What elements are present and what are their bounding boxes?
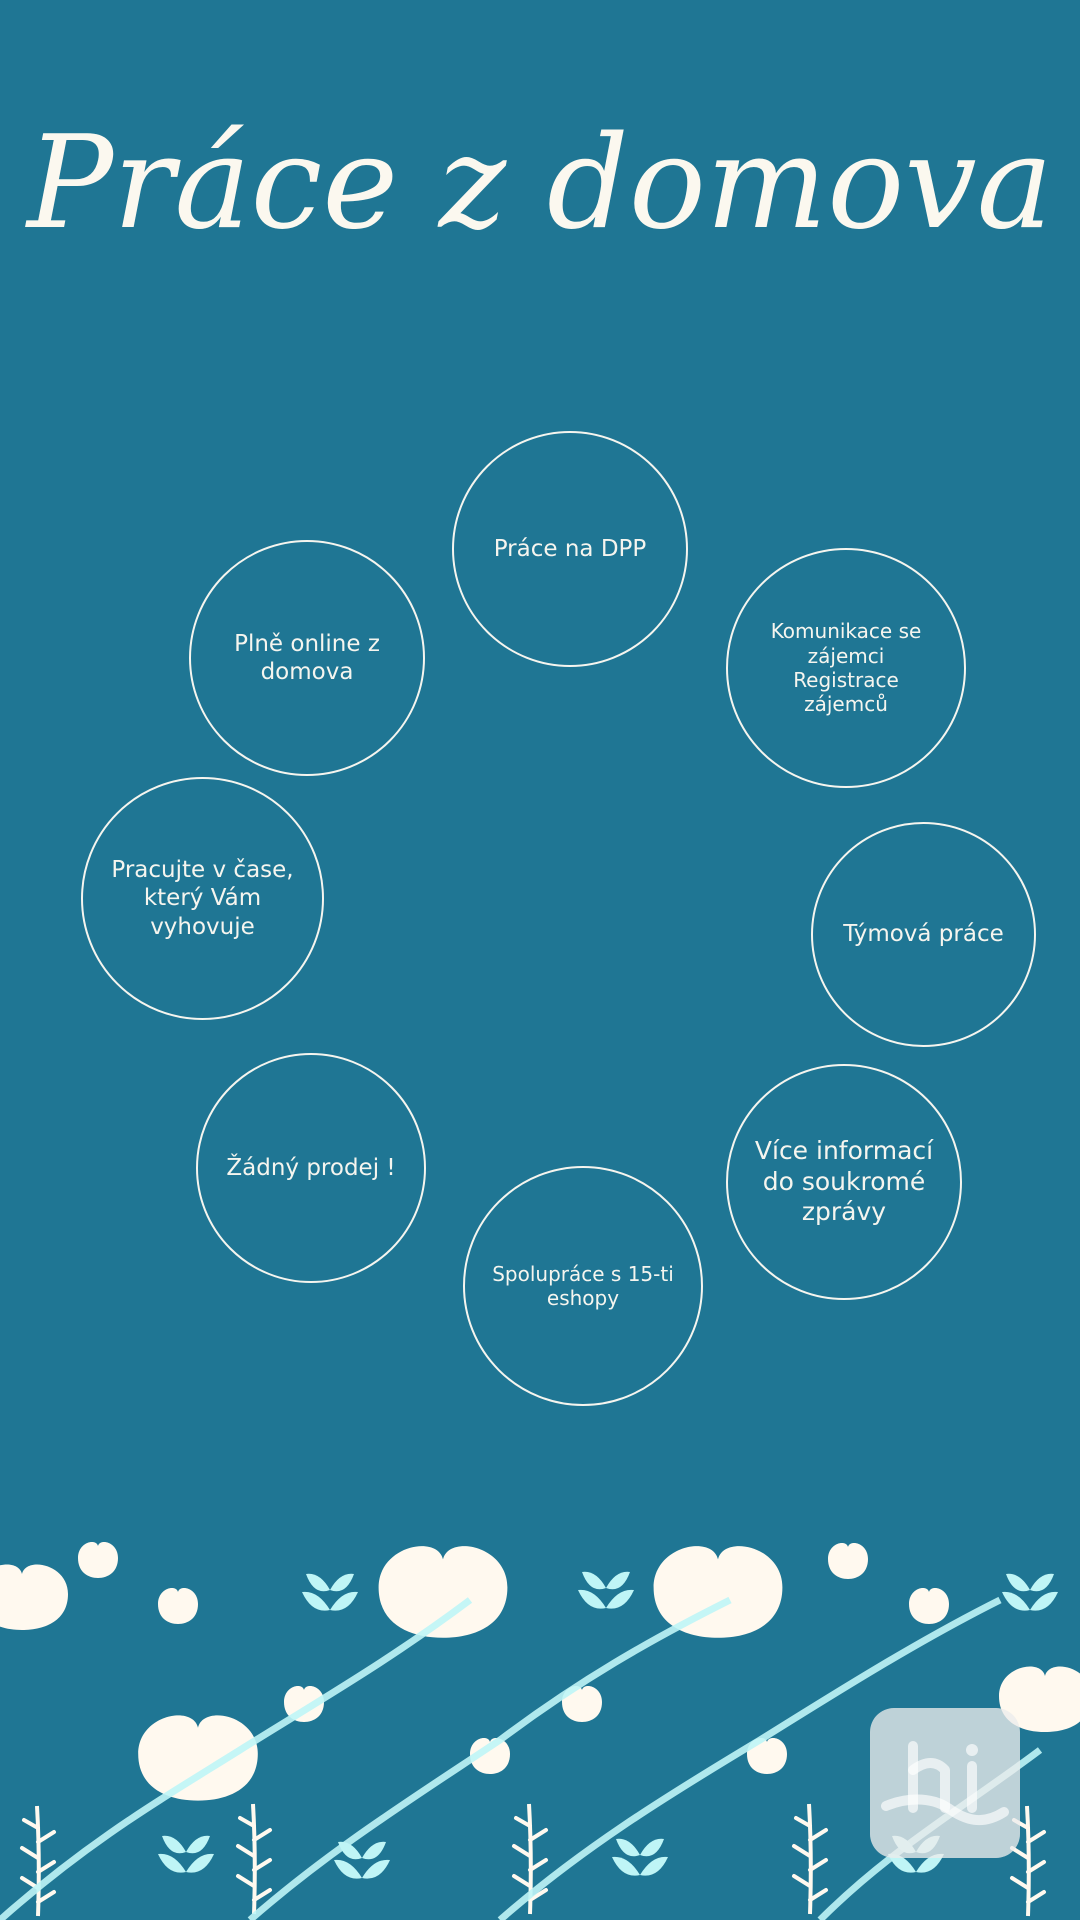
flower-icon <box>138 1715 258 1801</box>
circle-label-pracujte-v-case: Pracujte v čase, který Vám vyhovuje <box>111 857 294 940</box>
flower-icon <box>909 1588 949 1624</box>
fern-icon <box>792 1802 828 1916</box>
leaf-icon <box>158 1835 214 1873</box>
flower-icon <box>78 1542 118 1578</box>
leaf-icon <box>302 1573 358 1611</box>
flower-icon <box>653 1546 783 1638</box>
circle-label-prace-na-dpp: Práce na DPP <box>493 535 647 562</box>
circle-pracujte-v-case: Pracujte v čase, který Vám vyhovuje <box>81 777 324 1020</box>
flower-icon <box>828 1543 868 1579</box>
circle-label-vice-informaci: Více informací do soukromé zprávy <box>754 1136 934 1227</box>
flower-icon <box>158 1588 198 1624</box>
watermark-logo <box>870 1708 1020 1858</box>
circle-komunikace: Komunikace se zájemci Registrace zájemců <box>726 548 966 788</box>
circle-label-komunikace: Komunikace se zájemci Registrace zájemců <box>770 619 922 717</box>
circle-vice-informaci: Více informací do soukromé zprávy <box>726 1064 962 1300</box>
flower-icon <box>0 1564 68 1630</box>
leaf-icon <box>1002 1573 1058 1611</box>
fern-icon <box>236 1802 272 1916</box>
circle-zadny-prodej: Žádný prodej ! <box>196 1053 426 1283</box>
leaf-icon <box>578 1571 634 1609</box>
circle-prace-na-dpp: Práce na DPP <box>452 431 688 667</box>
leaf-icon <box>612 1838 668 1876</box>
page-title: Práce z domova <box>27 109 1053 258</box>
circle-label-spoluprace: Spolupráce s 15-ti eshopy <box>492 1261 674 1310</box>
circle-label-plne-online: Plně online z domova <box>234 630 380 685</box>
circle-spoluprace: Spolupráce s 15-ti eshopy <box>463 1166 703 1406</box>
circle-plne-online: Plně online z domova <box>189 540 425 776</box>
circle-label-zadny-prodej: Žádný prodej ! <box>226 1154 396 1181</box>
circle-tymova-prace: Týmová práce <box>811 822 1036 1047</box>
circle-label-tymova-prace: Týmová práce <box>843 921 1004 948</box>
